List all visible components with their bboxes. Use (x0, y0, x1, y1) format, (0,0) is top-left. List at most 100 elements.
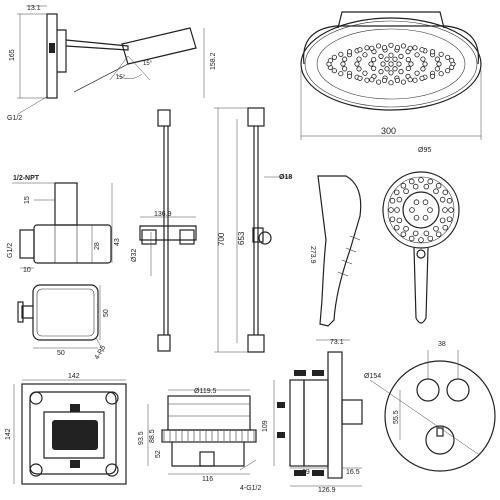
nozzle (414, 52, 420, 58)
wall-mount-plate (46, 13, 58, 99)
elbow-height-label: 28 (94, 242, 101, 250)
trim-plate (384, 360, 496, 472)
nozzle (422, 214, 429, 221)
nozzle (400, 43, 407, 49)
nozzle (439, 217, 446, 224)
nozzle (412, 77, 418, 83)
bottom-marker (70, 460, 80, 468)
arm-connector (49, 43, 55, 53)
nozzle (405, 56, 411, 63)
hand-shower-length-label: 273.9 (309, 246, 316, 264)
nozzle (449, 57, 455, 64)
wall-plate-nut (17, 301, 24, 323)
rail-width-label: 136.9 (154, 211, 172, 218)
elbow-width-label: 15 (24, 196, 31, 204)
showerhead-rim-top (303, 25, 479, 65)
nozzle (442, 224, 449, 231)
valve-outlet (199, 451, 215, 467)
nozzle (427, 207, 433, 213)
nozzle (394, 44, 401, 51)
nozzle (400, 79, 407, 85)
corner-lug-br (105, 463, 119, 477)
showerhead-diameter-label: 300 (381, 126, 396, 136)
nozzle (434, 66, 440, 72)
nozzle (438, 51, 444, 57)
hand-shower-inner-ring (402, 191, 440, 229)
top-marker (70, 404, 80, 412)
nozzle (342, 66, 348, 72)
nozzle (388, 52, 394, 58)
nozzle (384, 56, 390, 62)
nozzle (384, 66, 390, 72)
nozzle (389, 197, 396, 204)
nozzle (362, 52, 368, 58)
nozzle (340, 61, 346, 67)
nozzle (388, 80, 394, 86)
nozzle (394, 207, 400, 213)
valve-box-view: 142 142 (5, 373, 127, 485)
nozzle (331, 54, 337, 60)
valve-side-housing (303, 379, 329, 467)
trim-dial (425, 425, 455, 455)
reach-label: 158.2 (210, 52, 217, 70)
nozzle (439, 196, 446, 203)
nozzle (356, 56, 362, 62)
nozzle (448, 207, 454, 213)
nozzle (392, 66, 398, 72)
rod-diameter-label: Ø32 (131, 249, 138, 262)
valve-side-depth-label: 69 (302, 469, 310, 476)
nozzle (389, 216, 396, 223)
top-offset-label: 13.1 (27, 5, 41, 12)
nozzle (429, 73, 436, 79)
showerhead-view: 300 (300, 11, 482, 140)
rail-top-cap (157, 109, 171, 127)
valve-cartridge (52, 420, 98, 450)
nozzle (342, 56, 348, 62)
nozzle (420, 56, 426, 62)
nozzle (445, 54, 451, 60)
corner-lug-tr (105, 391, 119, 405)
nozzle (442, 189, 449, 196)
showerhead-mount (337, 11, 445, 29)
nozzle (327, 57, 333, 64)
angle-arc (115, 73, 143, 80)
nozzle (419, 47, 425, 53)
nozzle (422, 199, 429, 206)
handle-neck (416, 249, 426, 259)
nozzle (405, 65, 411, 72)
hand-shower-profile (317, 175, 362, 327)
valve-inlet-left (277, 402, 285, 408)
nozzle (388, 61, 394, 67)
corner-lug-tl (29, 391, 43, 405)
nozzle (357, 47, 363, 53)
head-profile (121, 27, 197, 65)
nozzle (408, 178, 415, 185)
angle-b-label: 15° (143, 61, 153, 67)
slider-knob-right (179, 229, 195, 245)
nozzle (408, 61, 414, 67)
nozzle (381, 44, 388, 51)
nozzle (407, 77, 413, 83)
nozzle (446, 216, 453, 223)
nozzle (393, 224, 400, 231)
nozzle (380, 61, 386, 67)
slider-knob-left (141, 229, 157, 245)
nozzle (427, 178, 434, 185)
nozzle (412, 183, 419, 190)
rail-bottom-cap (157, 334, 171, 352)
nozzle (407, 45, 413, 51)
nozzle (413, 199, 420, 206)
hand-shower-tip-label: 73.1 (330, 339, 344, 346)
valve-body-view: Ø119.5 93.5 88.5 52 116 4-G1/2 (138, 388, 262, 492)
elbow-thread-label: 1/2-NPT (13, 175, 40, 182)
trim-plate-diameter-label: Ø154 (364, 373, 381, 380)
valve-ridges (163, 431, 255, 441)
nozzle (364, 45, 370, 51)
nozzle (414, 70, 420, 76)
valve-body-top (167, 395, 251, 431)
nozzle (412, 230, 419, 237)
nozzle (388, 42, 394, 48)
nozzle (409, 207, 415, 213)
nozzle (394, 77, 401, 84)
